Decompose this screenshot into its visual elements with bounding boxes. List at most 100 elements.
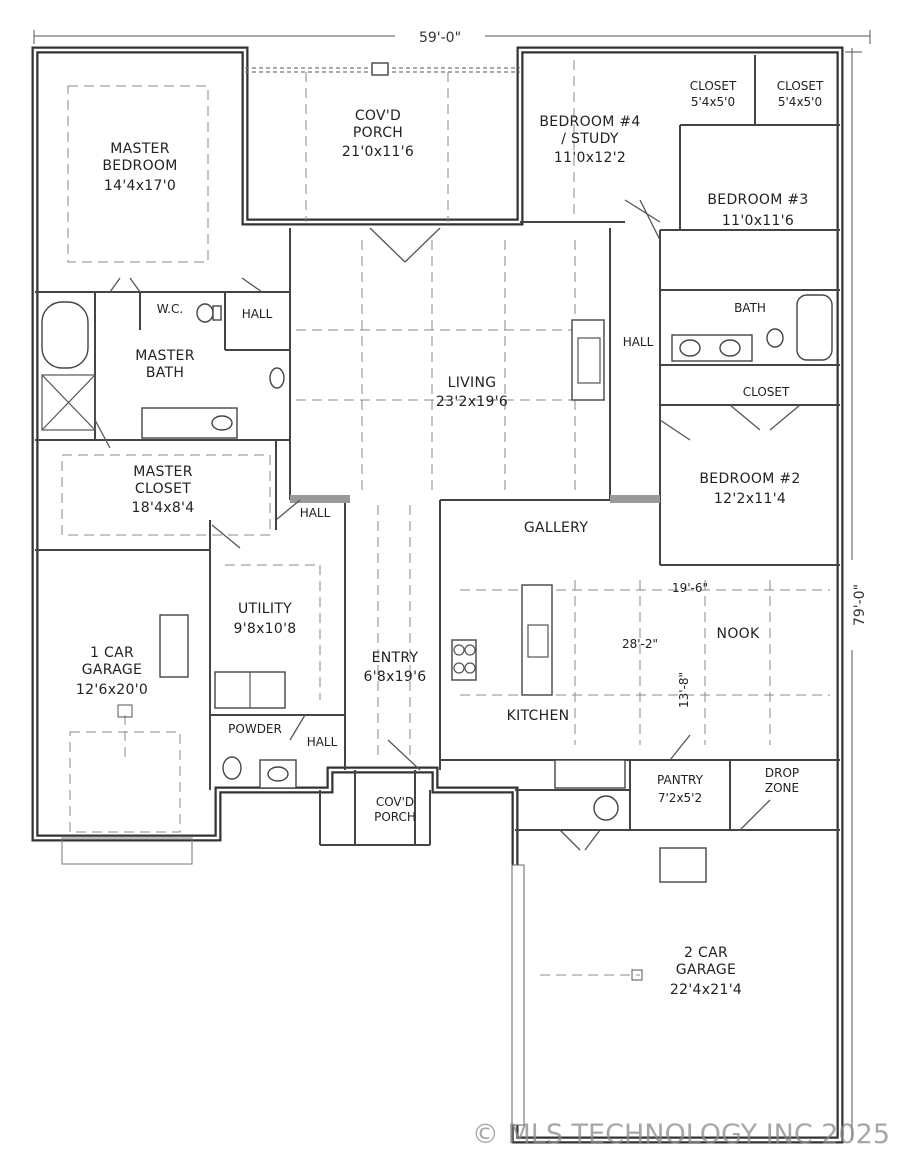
room-master-bath: MASTER BATH [135, 348, 194, 381]
room-name: KITCHEN [507, 708, 570, 724]
room-closet-b: CLOSET 5'4x5'0 [777, 79, 824, 109]
room-hall-master: HALL [242, 307, 273, 321]
room-kitchen: KITCHEN [507, 708, 570, 724]
room-size: 14'4x17'0 [104, 178, 176, 194]
master-tub [41, 301, 89, 369]
room-name: BATH [734, 301, 766, 315]
room-name: GARAGE [676, 962, 736, 978]
room-front-porch: COV'D PORCH [374, 795, 416, 824]
room-name: PANTRY [657, 773, 704, 787]
doors [94, 199, 801, 851]
room-name: BATH [146, 365, 184, 381]
fixtures [41, 294, 833, 1126]
dimension-label: 13'-8" [677, 672, 691, 708]
room-name: CLOSET [743, 385, 790, 399]
room-name: COV'D [355, 108, 401, 124]
room-master-closet: MASTER CLOSET 18'4x8'4 [132, 464, 195, 516]
porch-overhang [245, 62, 520, 222]
room-master-bedroom: MASTER BEDROOM 14'4x17'0 [102, 141, 177, 194]
room-closet-c: CLOSET [743, 385, 790, 399]
room-hall-util: HALL [300, 506, 331, 520]
room-garage1: 1 CAR GARAGE 12'6x20'0 [76, 645, 148, 698]
room-name: CLOSET [777, 79, 824, 93]
room-hall-powder: HALL [307, 735, 338, 749]
overall-width-label: 59'-0" [419, 30, 461, 46]
room-size: 6'8x19'6 [364, 669, 427, 685]
room-name: DROP [765, 766, 799, 780]
room-name: W.C. [157, 302, 184, 316]
room-utility: UTILITY 9'8x10'8 [234, 601, 297, 637]
room-name: HALL [623, 335, 654, 349]
kitchen-dimensions: 19'-6" 28'-2" 13'-8" [622, 581, 708, 708]
room-size: 12'6x20'0 [76, 682, 148, 698]
dimension-label: 28'-2" [622, 637, 658, 651]
room-name: HALL [300, 506, 331, 520]
room-closet-a: CLOSET 5'4x5'0 [690, 79, 737, 109]
overall-width-dimension: 59'-0" [33, 26, 871, 46]
room-name: GALLERY [524, 520, 589, 536]
room-gallery: GALLERY [524, 520, 589, 536]
room-name: 2 CAR [684, 945, 728, 961]
room-size: 5'4x5'0 [691, 95, 735, 109]
room-size: 22'4x21'4 [670, 982, 742, 998]
room-name: / STUDY [561, 131, 619, 147]
room-living: LIVING 23'2x19'6 [436, 375, 508, 410]
room-name: NOOK [717, 626, 760, 642]
room-size: 11'0x11'6 [722, 213, 794, 229]
room-name: POWDER [228, 722, 282, 736]
fireplace [571, 319, 605, 401]
room-size: 11'0x12'2 [554, 150, 626, 166]
room-size: 23'2x19'6 [436, 394, 508, 410]
room-size: 7'2x5'2 [658, 791, 702, 805]
room-name: BEDROOM #2 [699, 471, 800, 487]
room-name: MASTER [110, 141, 169, 157]
room-name: CLOSET [690, 79, 737, 93]
water-heater [593, 795, 619, 821]
room-name: BEDROOM #3 [707, 192, 808, 208]
room-name: ZONE [765, 781, 799, 795]
kitchen-island [521, 584, 553, 696]
room-name: UTILITY [238, 601, 292, 617]
watermark: © MLS TECHNOLOGY INC 2025 [472, 1119, 890, 1150]
room-name: BEDROOM [102, 158, 177, 174]
room-powder: POWDER [228, 722, 282, 736]
room-wc: W.C. [157, 302, 184, 316]
overall-depth-dimension: 79'-0" [840, 48, 868, 1140]
room-name: PORCH [353, 125, 403, 141]
room-name: HALL [307, 735, 338, 749]
room-entry: ENTRY 6'8x19'6 [364, 650, 427, 685]
room-name: CLOSET [135, 481, 191, 497]
room-name: BEDROOM #4 [539, 114, 640, 130]
room-name: 1 CAR [90, 645, 134, 661]
room-size: 5'4x5'0 [778, 95, 822, 109]
room-size: 9'8x10'8 [234, 621, 297, 637]
room-name: ENTRY [372, 650, 419, 666]
room-bath: BATH [734, 301, 766, 315]
room-name: COV'D [376, 795, 414, 809]
wc-toilet [196, 303, 214, 323]
room-name: MASTER [133, 464, 192, 480]
interior-walls [35, 55, 840, 846]
bath-tub [796, 294, 833, 361]
room-drop-zone: DROP ZONE [765, 766, 799, 795]
room-covd-porch: COV'D PORCH 21'0x11'6 [342, 108, 414, 160]
room-name: LIVING [448, 375, 497, 391]
room-garage2: 2 CAR GARAGE 22'4x21'4 [670, 945, 742, 998]
room-size: 12'2x11'4 [714, 491, 786, 507]
overall-depth-label: 79'-0" [852, 584, 868, 626]
room-nook: NOOK [717, 626, 760, 642]
room-name: MASTER [135, 348, 194, 364]
room-hall-east: HALL [623, 335, 654, 349]
room-pantry: PANTRY 7'2x5'2 [657, 773, 704, 805]
room-size: 18'4x8'4 [132, 500, 195, 516]
room-name: GARAGE [82, 662, 142, 678]
room-size: 21'0x11'6 [342, 144, 414, 160]
dimension-label: 19'-6" [672, 581, 708, 595]
room-bedroom3: BEDROOM #3 11'0x11'6 [707, 192, 808, 229]
room-name: HALL [242, 307, 273, 321]
ceiling-lines [61, 60, 830, 976]
room-bedroom4: BEDROOM #4 / STUDY 11'0x12'2 [539, 114, 640, 166]
room-name: PORCH [374, 810, 416, 824]
room-bedroom2: BEDROOM #2 12'2x11'4 [699, 471, 800, 507]
